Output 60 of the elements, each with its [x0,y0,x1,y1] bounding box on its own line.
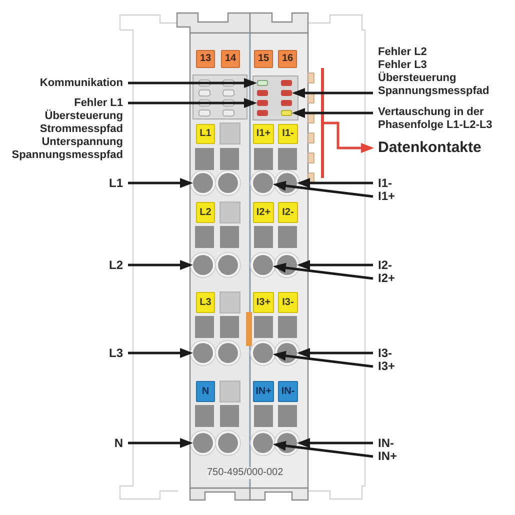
leader-arrow [128,438,193,448]
led-icon [257,80,268,86]
terminal-marker: 15 [254,50,273,68]
callout-label: Datenkontakte [378,139,483,157]
callout-label: IN+ [378,450,399,463]
leader-arrow [128,78,257,88]
terminal-marker: I1- [278,124,298,144]
terminal-marker: I3+ [253,292,274,313]
callout-label: Vertauschung in der Phasenfolge L1-L2-L3 [378,106,494,132]
terminal-marker: I2- [278,202,298,223]
leader-arrow [128,348,193,358]
callout-label: Fehler L3 [378,59,428,72]
leader-arrow [324,122,374,153]
leader-arrow [272,350,374,368]
terminal-marker: I3- [278,292,298,313]
terminal-marker: IN+ [253,381,274,402]
led-icon [281,110,292,116]
leader-arrow [297,438,373,448]
callout-label: Unterspannung Spannungsmesspfad [10,136,123,162]
callout-label: I3+ [378,360,397,373]
callout-label: L1 [107,176,123,190]
leader-arrow [272,262,374,280]
callout-label: I1- [378,177,394,190]
leader-arrow [128,98,257,108]
terminal-marker: 13 [196,50,215,68]
callout-label: Übersteuerung Strommesspfad [38,110,123,136]
terminal-marker: L3 [196,292,215,313]
callout-label: Kommunikation [38,77,123,90]
leader-arrow [292,88,373,98]
bracket-line [321,68,324,178]
callout-label: I2+ [378,272,397,285]
led-icon [257,100,268,106]
led-icon [281,90,292,96]
callout-label: L3 [107,346,123,360]
article-number: 750-495/000-002 [207,467,285,479]
leader-arrow [297,260,373,270]
leader-arrow [297,348,373,358]
terminal-marker: L2 [196,202,215,223]
leader-arrow [272,440,374,458]
callout-label: I2- [378,259,394,272]
terminal-marker: 16 [278,50,297,68]
callout-label: I3- [378,347,394,360]
leader-arrow [128,178,193,188]
terminal-marker: N [196,381,215,402]
callout-label: Fehler L2 [378,46,428,59]
leader-arrow [128,260,193,270]
terminal-marker: I2+ [253,202,274,223]
terminal-marker: 14 [221,50,240,68]
leader-arrow [297,178,373,188]
terminal-marker: IN- [278,381,298,402]
callout-label: L2 [107,258,123,272]
callout-label: I1+ [378,190,397,203]
callout-label: IN- [378,437,395,450]
leader-arrow [272,180,374,198]
terminal-marker: L1 [196,124,215,144]
terminal-marker: I1+ [253,124,274,144]
callout-label: Übersteuerung Spannungsmesspfad [378,72,490,98]
callout-label: Fehler L1 [73,97,123,110]
callout-label: N [113,436,123,450]
leader-arrow [292,108,373,118]
